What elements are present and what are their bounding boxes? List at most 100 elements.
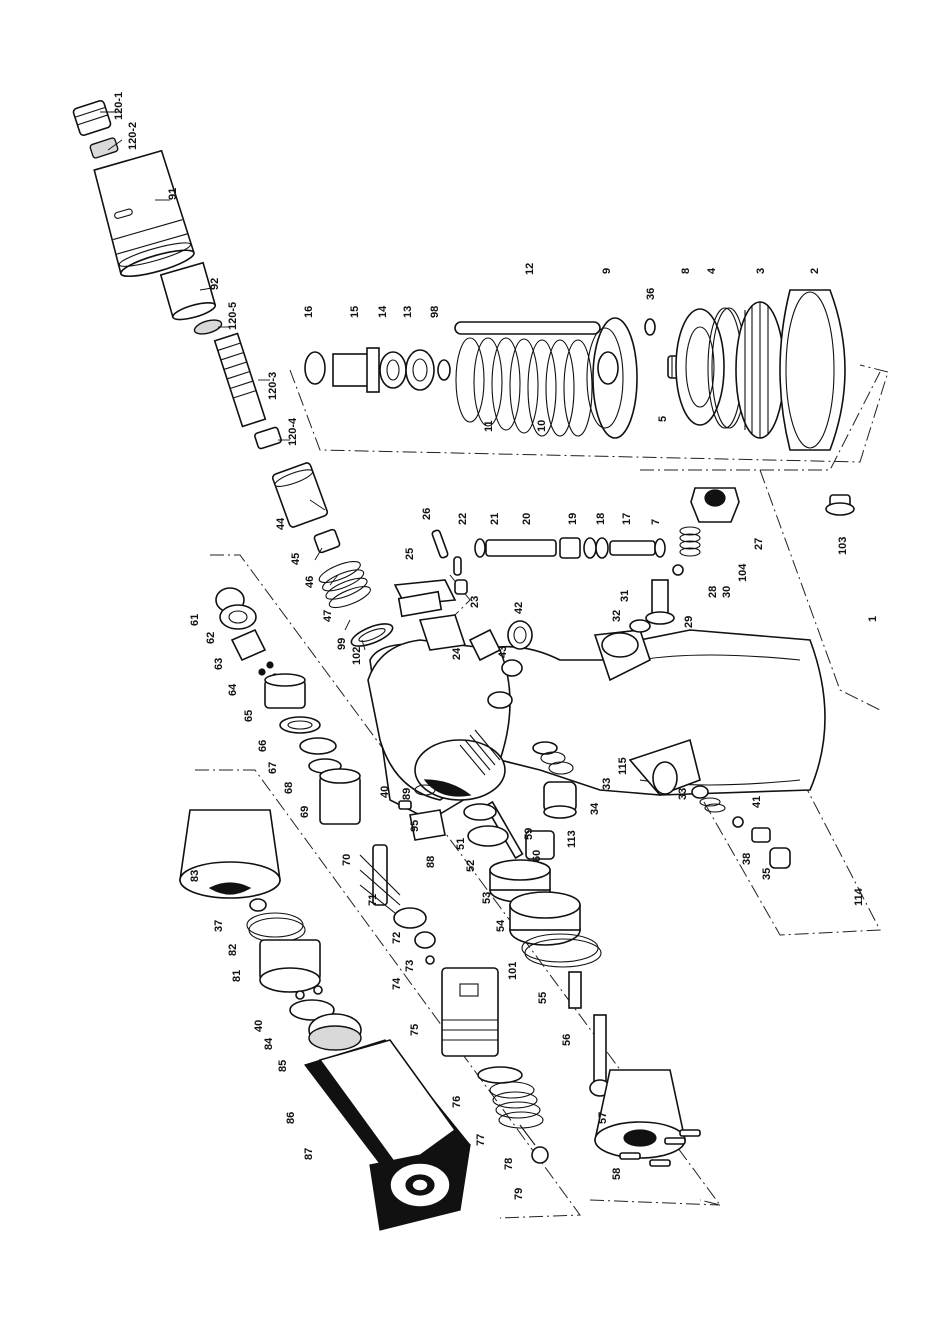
label-11: 11 bbox=[483, 420, 495, 432]
label-35: 35 bbox=[761, 868, 773, 880]
label-59: 59 bbox=[523, 828, 535, 840]
label-115: 115 bbox=[617, 757, 629, 775]
label-120-4: 120-4 bbox=[287, 417, 299, 446]
label-56: 56 bbox=[561, 1034, 573, 1046]
label-3: 3 bbox=[755, 268, 767, 274]
nose-assembly bbox=[72, 99, 394, 647]
label-40b: 40 bbox=[253, 1020, 265, 1032]
label-9: 9 bbox=[601, 268, 613, 274]
label-83: 83 bbox=[189, 870, 201, 882]
label-58: 58 bbox=[611, 1168, 623, 1180]
label-26: 26 bbox=[421, 508, 433, 520]
label-25: 25 bbox=[404, 548, 416, 560]
label-32: 32 bbox=[611, 610, 623, 622]
label-76: 76 bbox=[451, 1096, 463, 1108]
label-51: 51 bbox=[455, 838, 467, 850]
label-70: 70 bbox=[341, 854, 353, 866]
label-22: 22 bbox=[457, 513, 469, 525]
part-labels: 120-1 120-2 91 92 120-5 120-3 120-4 44 4… bbox=[113, 92, 879, 1200]
label-78: 78 bbox=[503, 1158, 515, 1170]
label-74: 74 bbox=[391, 977, 403, 990]
label-8: 8 bbox=[680, 268, 692, 274]
label-92: 92 bbox=[209, 278, 221, 290]
label-55: 55 bbox=[537, 992, 549, 1004]
label-60: 60 bbox=[531, 850, 543, 862]
label-69: 69 bbox=[299, 806, 311, 818]
label-82: 82 bbox=[227, 944, 239, 956]
label-15: 15 bbox=[349, 306, 361, 318]
valve-assembly bbox=[393, 529, 666, 677]
label-52: 52 bbox=[465, 860, 477, 872]
label-99: 99 bbox=[336, 638, 348, 650]
label-7: 7 bbox=[650, 519, 662, 525]
cylinder-assembly bbox=[304, 289, 846, 451]
label-1: 1 bbox=[867, 616, 879, 622]
label-44: 44 bbox=[275, 517, 287, 530]
label-61: 61 bbox=[189, 614, 201, 626]
label-38: 38 bbox=[741, 853, 753, 865]
label-73: 73 bbox=[404, 960, 416, 972]
label-5: 5 bbox=[657, 416, 669, 422]
label-36: 36 bbox=[645, 288, 657, 300]
end-cap-assembly bbox=[489, 859, 701, 1167]
label-104: 104 bbox=[737, 563, 749, 582]
label-77: 77 bbox=[475, 1134, 487, 1146]
label-27: 27 bbox=[753, 538, 765, 550]
drive-assembly bbox=[215, 587, 549, 1164]
label-47: 47 bbox=[322, 610, 334, 622]
label-17: 17 bbox=[621, 513, 633, 525]
main-housing bbox=[367, 628, 826, 821]
label-46: 46 bbox=[304, 576, 316, 588]
label-4: 4 bbox=[706, 267, 718, 274]
label-43: 43 bbox=[497, 646, 509, 658]
label-20: 20 bbox=[521, 513, 533, 525]
label-102: 102 bbox=[351, 647, 363, 665]
label-19: 19 bbox=[567, 513, 579, 525]
label-18: 18 bbox=[595, 513, 607, 525]
label-53: 53 bbox=[481, 892, 493, 904]
label-75: 75 bbox=[409, 1024, 421, 1036]
label-89: 89 bbox=[401, 788, 413, 800]
leader-lines bbox=[100, 111, 366, 651]
label-41: 41 bbox=[751, 796, 763, 808]
label-120-2: 120-2 bbox=[127, 122, 139, 150]
label-45: 45 bbox=[290, 553, 302, 565]
label-68: 68 bbox=[283, 782, 295, 794]
label-91: 91 bbox=[167, 188, 179, 200]
label-81: 81 bbox=[231, 970, 243, 982]
label-30: 30 bbox=[721, 586, 733, 598]
label-37: 37 bbox=[213, 920, 225, 932]
label-28: 28 bbox=[707, 586, 719, 598]
label-88: 88 bbox=[425, 856, 437, 868]
label-64: 64 bbox=[227, 683, 239, 696]
regulator-assembly bbox=[629, 487, 855, 633]
label-72: 72 bbox=[391, 932, 403, 944]
sleeve-87 bbox=[304, 1039, 471, 1231]
label-120-5: 120-5 bbox=[227, 302, 239, 330]
assembly-outlines bbox=[195, 364, 889, 1219]
label-63: 63 bbox=[213, 658, 225, 670]
label-57: 57 bbox=[597, 1112, 609, 1124]
label-21: 21 bbox=[489, 513, 501, 525]
label-86: 86 bbox=[285, 1112, 297, 1124]
label-84: 84 bbox=[263, 1037, 275, 1050]
label-13: 13 bbox=[402, 306, 414, 318]
label-79: 79 bbox=[513, 1188, 525, 1200]
label-85: 85 bbox=[277, 1060, 289, 1072]
label-95: 95 bbox=[409, 820, 421, 832]
label-42: 42 bbox=[513, 602, 525, 614]
label-2: 2 bbox=[809, 268, 821, 274]
label-29: 29 bbox=[683, 616, 695, 628]
label-33a: 33 bbox=[601, 778, 613, 790]
label-54: 54 bbox=[495, 919, 507, 932]
label-16: 16 bbox=[303, 306, 315, 318]
label-33b: 33 bbox=[677, 788, 689, 800]
label-66: 66 bbox=[257, 740, 269, 752]
label-98: 98 bbox=[429, 306, 441, 318]
label-62: 62 bbox=[205, 632, 217, 644]
label-31: 31 bbox=[619, 590, 631, 602]
label-120-1: 120-1 bbox=[113, 92, 125, 120]
trigger-assembly bbox=[398, 741, 791, 869]
head-section bbox=[367, 639, 513, 801]
